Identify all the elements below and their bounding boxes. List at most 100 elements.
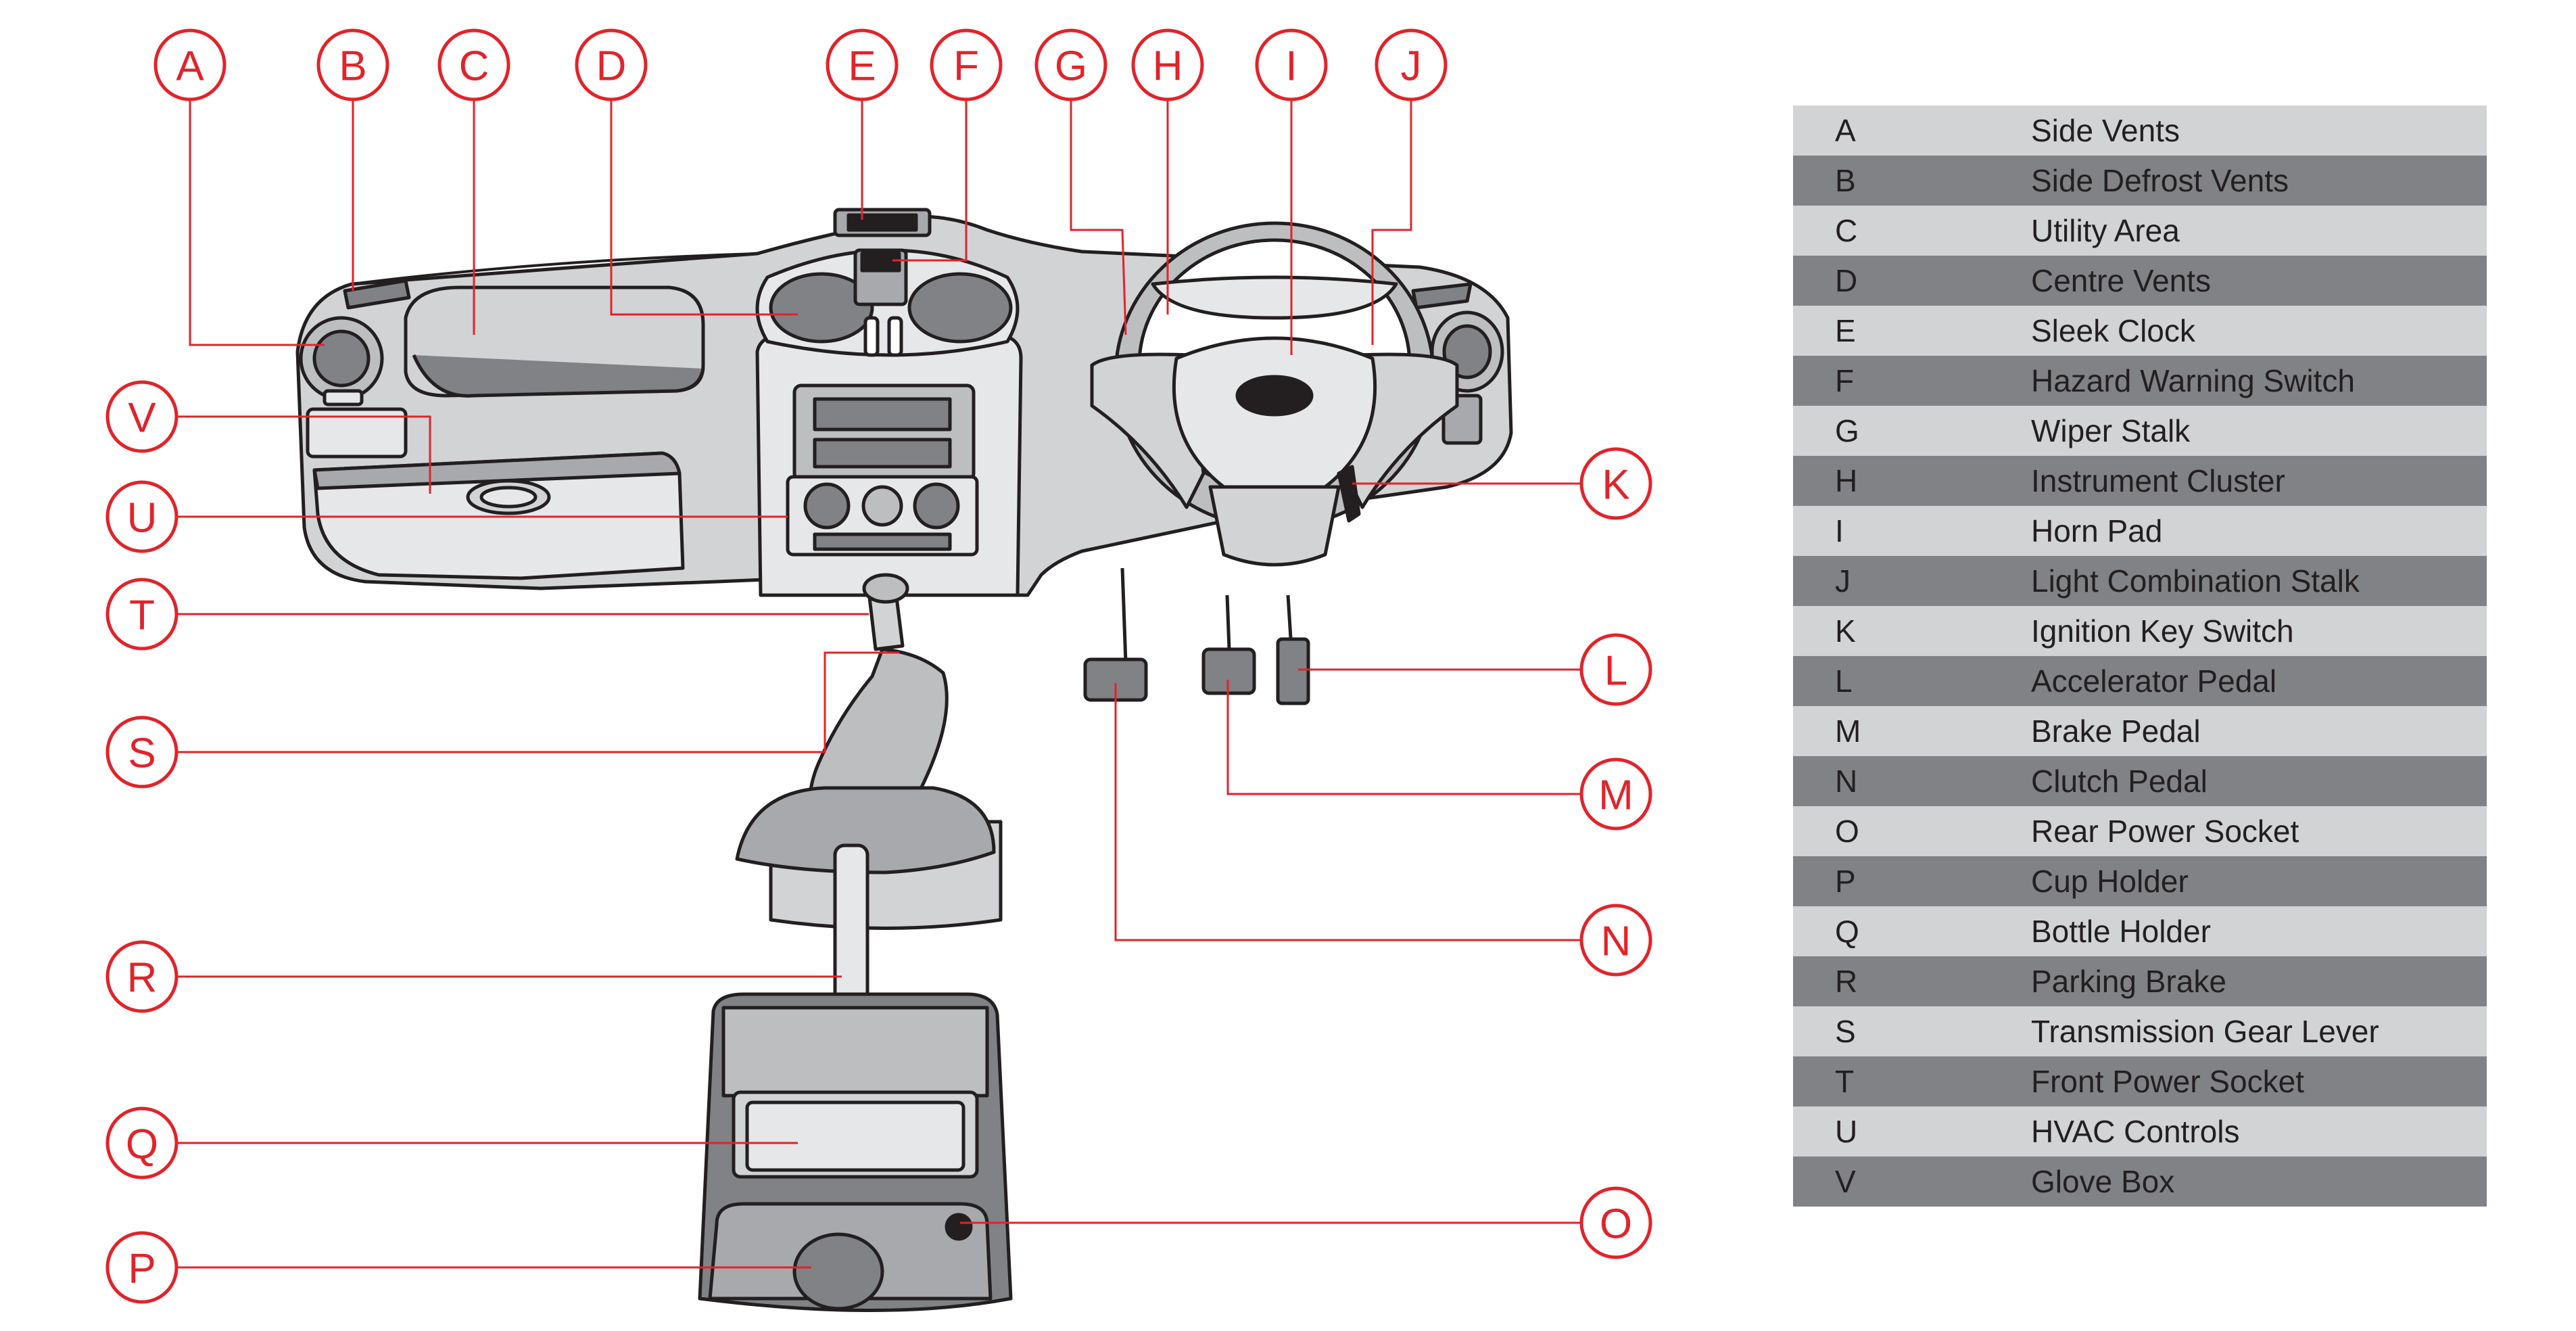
legend-label: Bottle Holder [2031, 906, 2487, 956]
callout-q [105, 1106, 178, 1180]
callout-p [105, 1231, 178, 1304]
legend-label: Clutch Pedal [2031, 756, 2487, 806]
callout-letter-d: D [596, 43, 627, 90]
line-s [165, 651, 899, 753]
callout-letter-l: L [1604, 648, 1627, 695]
callout-m [1579, 757, 1652, 831]
legend-letter: N [1793, 756, 2031, 806]
legend-letter: H [1793, 456, 2031, 506]
legend-label: Horn Pad [2031, 506, 2487, 556]
callout-letter-m: M [1598, 772, 1633, 819]
callout-l [1579, 633, 1652, 706]
callout-o [1579, 1186, 1652, 1259]
legend-letter: B [1793, 156, 2031, 206]
legend-letter: F [1793, 356, 2031, 406]
legend-letter: C [1793, 206, 2031, 256]
legend-label: Sleek Clock [2031, 306, 2487, 356]
legend-label: Side Defrost Vents [2031, 156, 2487, 206]
legend-letter: R [1793, 956, 2031, 1006]
callout-d [575, 28, 648, 101]
line-d [610, 99, 798, 316]
callout-letter-g: G [1055, 43, 1087, 90]
callout-j [1375, 28, 1448, 101]
line-v [165, 415, 431, 494]
callout-letter-t: T [129, 592, 155, 639]
callout-letter-n: N [1601, 918, 1631, 965]
legend-letter: M [1793, 706, 2031, 756]
line-f [892, 99, 968, 262]
callout-letter-b: B [339, 43, 366, 90]
legend-letter: D [1793, 256, 2031, 306]
callout-letter-q: Q [126, 1121, 158, 1168]
legend-label: Centre Vents [2031, 256, 2487, 306]
legend-letter: I [1793, 506, 2031, 556]
callout-letter-h: H [1153, 43, 1183, 90]
callout-letter-r: R [127, 955, 158, 1002]
legend-letter: S [1793, 1006, 2031, 1056]
callout-s [105, 716, 178, 789]
callout-letter-p: P [128, 1246, 156, 1292]
callout-letter-e: E [848, 43, 876, 90]
legend-label: Accelerator Pedal [2031, 656, 2487, 706]
callout-circles [105, 28, 1652, 1304]
legend-label: Parking Brake [2031, 956, 2487, 1006]
callout-f [930, 28, 1003, 101]
legend-letter: L [1793, 656, 2031, 706]
callout-t [105, 578, 178, 651]
callout-h [1131, 28, 1204, 101]
callout-a [153, 28, 226, 101]
callout-r [105, 940, 178, 1013]
callout-letter-f: F [953, 43, 979, 90]
line-n [1114, 683, 1617, 941]
callout-n [1579, 904, 1652, 977]
legend-label: Wiper Stalk [2031, 406, 2487, 456]
callout-b [316, 28, 389, 101]
legend-label: Instrument Cluster [2031, 456, 2487, 506]
legend-label: Light Combination Stalk [2031, 556, 2487, 606]
legend-label: Cup Holder [2031, 856, 2487, 906]
line-j [1371, 99, 1412, 345]
callout-i [1255, 28, 1328, 101]
callout-letter-i: I [1285, 43, 1297, 90]
callout-letter-v: V [128, 395, 156, 442]
legend-letter: E [1793, 306, 2031, 356]
line-a [189, 99, 325, 346]
callout-letters: A B C D E F G H I J K L M N O P Q R S T … [126, 43, 1633, 1292]
callout-g [1034, 28, 1107, 101]
callout-letter-u: U [127, 495, 158, 542]
legend-label: Utility Area [2031, 206, 2487, 256]
callout-letter-j: J [1401, 43, 1422, 90]
callout-letter-c: C [459, 43, 490, 90]
line-m [1226, 680, 1617, 795]
legend-label: Transmission Gear Lever [2031, 1006, 2487, 1056]
callout-c [437, 28, 510, 101]
legend-letter: A [1793, 106, 2031, 156]
callout-lines [165, 99, 1617, 1269]
legend-label: Glove Box [2031, 1157, 2487, 1207]
dashboard-body [295, 208, 1513, 1312]
legend-letter: J [1793, 556, 2031, 606]
legend-letter: Q [1793, 906, 2031, 956]
legend-letter: G [1793, 406, 2031, 456]
legend-letter: V [1793, 1157, 2031, 1207]
legend-label: HVAC Controls [2031, 1106, 2487, 1157]
legend-letter: K [1793, 606, 2031, 656]
